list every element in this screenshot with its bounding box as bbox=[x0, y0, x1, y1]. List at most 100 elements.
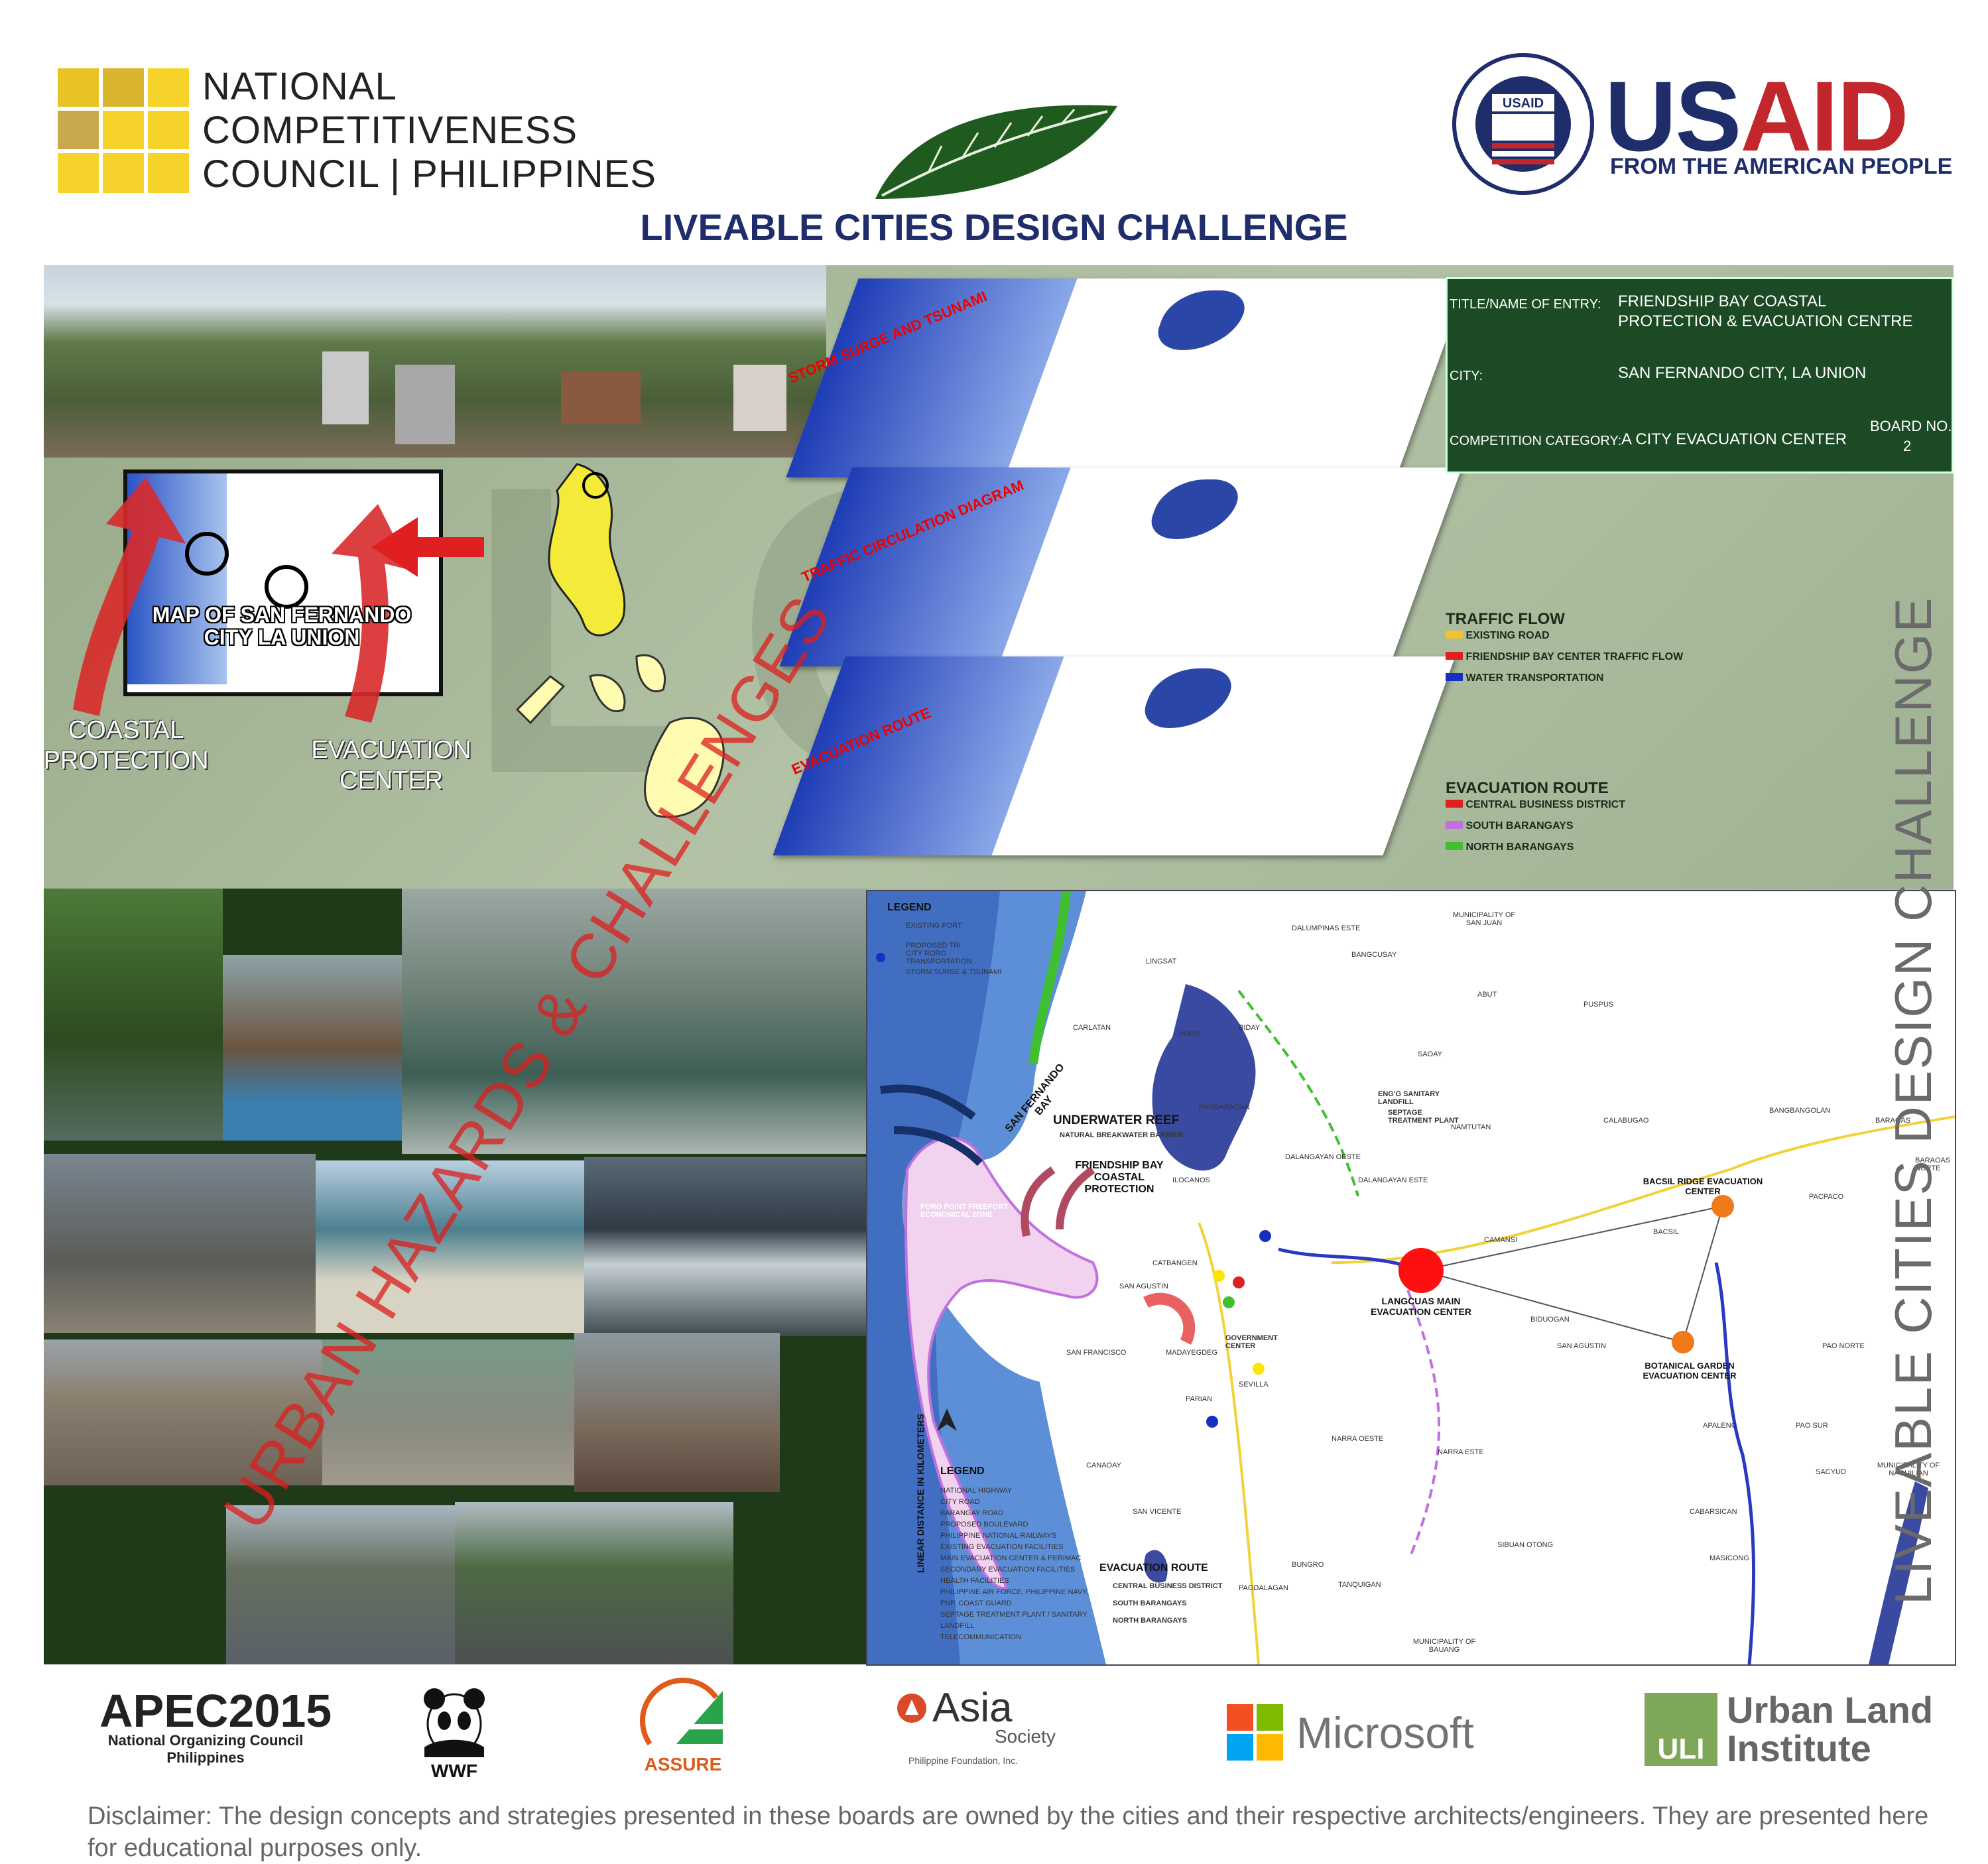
barangay-label: BIDAY bbox=[1239, 1024, 1261, 1032]
barangay-label: PAO NORTE bbox=[1822, 1342, 1865, 1350]
barangay-label: BARAOAS bbox=[1875, 1117, 1911, 1125]
bigmap-legend-item: EXISTING PORT bbox=[906, 922, 962, 930]
uli-text-1: Urban Land bbox=[1727, 1689, 1934, 1731]
evac-legend-label: CENTRAL BUSINESS DISTRICT bbox=[1465, 799, 1626, 810]
barangay-label: PACPACO bbox=[1809, 1193, 1844, 1201]
bigmap-evac-item: NORTH BARANGAYS bbox=[1113, 1617, 1188, 1625]
hazard-photo bbox=[322, 1339, 574, 1485]
entry-board-label: BOARD NO. bbox=[1870, 418, 1952, 434]
evac-legend-item: CENTRAL BUSINESS DISTRICT bbox=[1446, 799, 1625, 811]
barangay-label: BACSIL bbox=[1653, 1228, 1680, 1236]
entry-title-value: FRIENDSHIP BAY COASTAL PROTECTION & EVAC… bbox=[1618, 292, 1913, 330]
asia-sub2-text: Philippine Foundation, Inc. bbox=[908, 1755, 1018, 1766]
evac-legend-item: NORTH BARANGAYS bbox=[1446, 841, 1574, 853]
uli-logo: ULI Urban Land Institute bbox=[1645, 1691, 1933, 1768]
traffic-legend-item: EXISTING ROAD bbox=[1446, 630, 1550, 642]
traffic-legend-item: WATER TRANSPORTATION bbox=[1446, 672, 1603, 684]
apec-logo: APEC2015 bbox=[99, 1685, 332, 1737]
vertical-title-text: LIVEABLE CITIES DESIGN CHALLENGE bbox=[1884, 596, 1942, 1605]
bigmap-legend-line: HEALTH FACILITIES bbox=[940, 1577, 1009, 1585]
entry-title-label: TITLE/NAME OF ENTRY: bbox=[1450, 297, 1601, 312]
landfill-label: ENG'G SANITARY LANDFILL bbox=[1378, 1090, 1440, 1106]
barangay-label: ABUT bbox=[1477, 991, 1497, 999]
usaid-tagline: FROM THE AMERICAN PEOPLE bbox=[1610, 154, 1953, 179]
evac-legend-label: SOUTH BARANGAYS bbox=[1465, 820, 1574, 832]
evacuation-route-layer bbox=[773, 656, 1456, 855]
naguilian-label: MUNICIPALITY OF NAGUILIAN bbox=[1877, 1461, 1940, 1477]
barangay-label: PUSPUS bbox=[1584, 1001, 1614, 1009]
barangay-label: SAOAY bbox=[1418, 1050, 1443, 1058]
bigmap-evac-title: EVACUATION ROUTE bbox=[1099, 1562, 1208, 1574]
bigmap-legend-line: NATIONAL HIGHWAY bbox=[940, 1487, 1013, 1495]
page-title: LIVEABLE CITIES DESIGN CHALLENGE bbox=[640, 206, 1348, 248]
barangay-label: CALABUGAO bbox=[1603, 1117, 1649, 1125]
traffic-legend-item: FRIENDSHIP BAY CENTER TRAFFIC FLOW bbox=[1446, 651, 1683, 663]
usaid-seal-center-text: USAID bbox=[1503, 96, 1544, 111]
hazard-photo bbox=[223, 955, 402, 1141]
bigmap-legend-line: SEPTAGE TREATMENT PLANT / SANITARY LANDF… bbox=[940, 1611, 1087, 1630]
hazards-photo-collage bbox=[44, 889, 866, 1664]
microsoft-logo: Microsoft bbox=[1227, 1704, 1474, 1761]
evacuation-master-plan-map: LEGEND EXISTING PORT PROPOSED TRI CITY R… bbox=[866, 890, 1956, 1666]
bigmap-lower-legend-title: LEGEND bbox=[940, 1465, 985, 1477]
barangay-label: BUNGRO bbox=[1292, 1561, 1324, 1569]
microsoft-windows-icon bbox=[1227, 1704, 1283, 1761]
barangay-label: CATBANGEN bbox=[1152, 1259, 1198, 1267]
evac-legend-label: NORTH BARANGAYS bbox=[1465, 841, 1574, 853]
hazard-photo bbox=[455, 1502, 733, 1664]
barangay-label: CABARSICAN bbox=[1690, 1508, 1737, 1516]
hazard-photo bbox=[44, 1154, 316, 1333]
entry-city-label: CITY: bbox=[1450, 369, 1483, 383]
bauang-label: MUNICIPALITY OF BAUANG bbox=[1412, 1638, 1476, 1654]
barangay-label: ILOCANOS bbox=[1172, 1176, 1210, 1184]
barangay-label: NARRA ESTE bbox=[1438, 1448, 1484, 1456]
barangay-label: SAN VICENTE bbox=[1133, 1508, 1182, 1516]
nccp-line-3: COUNCIL | PHILIPPINES bbox=[202, 153, 656, 196]
barangay-label: PORO bbox=[1179, 1030, 1201, 1038]
uli-text-2: Institute bbox=[1727, 1727, 1871, 1769]
entry-info-box bbox=[1446, 277, 1954, 473]
barangay-label: MADAYEGDEG bbox=[1166, 1349, 1218, 1357]
barangay-label: CANAOAY bbox=[1086, 1461, 1121, 1469]
entry-category-value: A CITY EVACUATION CENTER bbox=[1621, 430, 1847, 448]
leaf-logo-icon bbox=[875, 105, 1117, 199]
barangay-label: MASICONG bbox=[1709, 1554, 1749, 1562]
evac-legend-title: EVACUATION ROUTE bbox=[1446, 779, 1609, 797]
barangay-label: BIDUOGAN bbox=[1530, 1316, 1570, 1324]
hazard-photo bbox=[402, 889, 866, 1154]
barangay-label: NAMTUTAN bbox=[1451, 1123, 1491, 1131]
traffic-circulation-layer bbox=[779, 467, 1462, 666]
hazard-photo bbox=[44, 1339, 322, 1485]
government-center-label: GOVERNMENT CENTER bbox=[1225, 1334, 1278, 1350]
assure-text: ASSURE bbox=[644, 1754, 722, 1774]
barangay-label: SAN AGUSTIN bbox=[1119, 1282, 1168, 1290]
friendship-label: FRIENDSHIP BAY COASTAL PROTECTION bbox=[1075, 1160, 1164, 1195]
bigmap-legend-line: CITY ROAD bbox=[940, 1498, 980, 1506]
coastal-protection-label: COASTAL PROTECTION bbox=[43, 716, 209, 775]
asia-text: Asia bbox=[932, 1685, 1013, 1731]
barangay-label: SAN AGUSTIN bbox=[1557, 1342, 1606, 1350]
nccp-line-2: COMPETITIVENESS bbox=[202, 109, 578, 152]
bigmap-legend-line: SECONDARY EVACUATION FACILITIES bbox=[940, 1566, 1076, 1574]
bigmap-legend-line: EXISTING EVACUATION FACILITIES bbox=[940, 1543, 1064, 1551]
storm-surge-layer bbox=[786, 279, 1469, 477]
entry-board-value: 2 bbox=[1903, 438, 1912, 454]
nccp-logo-text: NATIONAL COMPETITIVENESS COUNCIL | PHILI… bbox=[202, 65, 656, 196]
microsoft-text: Microsoft bbox=[1296, 1708, 1474, 1757]
nccp-line-1: NATIONAL bbox=[202, 65, 397, 108]
map-arrows-icon bbox=[73, 477, 484, 723]
bigmap-legend-line: PROPOSED BOULEVARD bbox=[940, 1521, 1028, 1528]
hazard-photo bbox=[316, 1160, 594, 1333]
philippines-map-icon bbox=[515, 463, 725, 818]
hazard-photo bbox=[44, 889, 223, 1141]
usaid-us: US bbox=[1605, 60, 1741, 172]
bigmap-legend-item: PROPOSED TRI CITY RORO TRANSPORTATION bbox=[906, 942, 972, 965]
bacsil-label: BACSIL RIDGE EVACUATION CENTER bbox=[1643, 1176, 1763, 1196]
barangay-label: PAO SUR bbox=[1796, 1422, 1828, 1430]
bigmap-evac-item: SOUTH BARANGAYS bbox=[1113, 1599, 1187, 1607]
traffic-legend-label: FRIENDSHIP BAY CENTER TRAFFIC FLOW bbox=[1465, 651, 1684, 662]
barangay-label: SEVILLA bbox=[1239, 1381, 1269, 1389]
evac-legend-item: SOUTH BARANGAYS bbox=[1446, 820, 1574, 832]
usaid-aid: AID bbox=[1740, 60, 1908, 172]
bigmap-evac-item: CENTRAL BUSINESS DISTRICT bbox=[1113, 1582, 1223, 1590]
